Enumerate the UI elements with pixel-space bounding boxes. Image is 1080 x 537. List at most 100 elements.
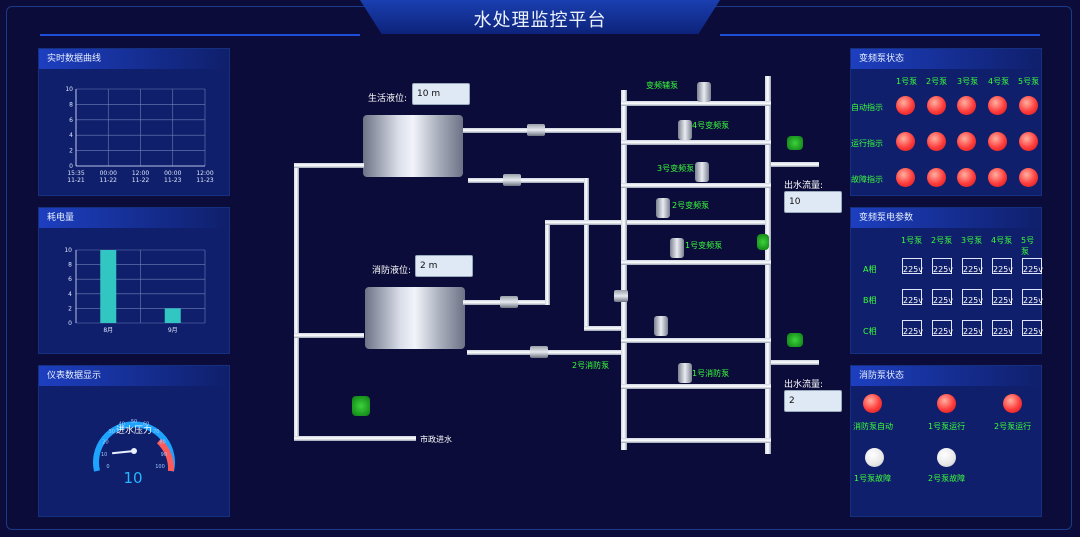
gauge-tick: 50	[131, 419, 137, 425]
page-title: 水处理监控平台	[473, 10, 607, 31]
pump-2[interactable]	[656, 198, 670, 218]
param-b-5: 225v	[1022, 289, 1043, 305]
led-run-3	[957, 132, 976, 151]
pipe-manifold-left	[621, 90, 627, 450]
gauge-tick: 30	[109, 429, 115, 435]
rt-x-tick-date: 11-23	[164, 177, 182, 184]
label-city-inlet: 市政进水	[420, 435, 452, 444]
fire-level-label: 消防液位:	[372, 266, 412, 276]
pump-status-col-4: 4号泵	[988, 77, 1010, 86]
rt-x-tick-date: 11-23	[196, 177, 214, 184]
pump-4[interactable]	[678, 120, 692, 140]
param-a-4: 225v	[992, 258, 1013, 274]
pump-status-panel: 变频泵状态 1号泵 2号泵 3号泵 4号泵 5号泵 自动指示 运行指示 故障指示	[850, 48, 1042, 196]
outlet-flow2-label: 出水流量:	[784, 380, 824, 390]
pump-status-col-2: 2号泵	[926, 77, 948, 86]
pump-params-panel: 变频泵电参数 1号泵 2号泵 3号泵 4号泵 5号泵 A相 B相 C相 225v…	[850, 207, 1043, 354]
label-standby-pump: 变频辅泵	[646, 81, 678, 90]
rt-x-tick-date: 11-22	[132, 177, 150, 184]
led-fault-2	[927, 168, 946, 187]
gauge-value: 10	[123, 469, 142, 487]
param-b-1: 225v	[902, 289, 923, 305]
param-b-3: 225v	[962, 289, 983, 305]
param-a-1: 225v	[902, 258, 923, 274]
pump-status-title: 变频泵状态	[851, 49, 1041, 69]
flow-meter-2	[787, 333, 803, 347]
param-c-5: 225v	[1022, 320, 1043, 336]
pipe-tank2-up	[545, 222, 550, 305]
pump-standby[interactable]	[697, 82, 711, 102]
pump-1[interactable]	[670, 238, 684, 258]
valve-tank2-lower[interactable]	[530, 346, 548, 358]
gauge-arc-red	[156, 438, 175, 472]
outlet-flow1-label: 出水流量:	[784, 181, 824, 191]
led-fault-1	[896, 168, 915, 187]
bar-y-tick: 8	[68, 262, 72, 269]
bar-y-tick: 6	[68, 276, 72, 283]
rt-y-tick: 2	[69, 148, 73, 155]
label-fire-auto: 消防泵自动	[853, 422, 893, 431]
valve-tank1-upper[interactable]	[527, 124, 545, 136]
led-fault-4	[988, 168, 1007, 187]
led-auto-1	[896, 96, 915, 115]
pipe-row-standby	[621, 101, 771, 106]
param-c-3: 225v	[962, 320, 983, 336]
fire-pump-2[interactable]	[654, 316, 668, 336]
fire-pump-1[interactable]	[678, 363, 692, 383]
pump-status-col-1: 1号泵	[896, 77, 918, 86]
pipe-tank1-lower	[468, 178, 586, 183]
led-fire-auto	[863, 394, 882, 413]
rt-x-tick-date: 11-21	[67, 177, 85, 184]
pipe-city-top	[294, 163, 364, 168]
outlet-flow2-field: 2	[784, 390, 842, 412]
outlet-flow1-field: 10	[784, 191, 842, 213]
led-auto-4	[988, 96, 1007, 115]
param-a-3: 225v	[962, 258, 983, 274]
rt-x-tick-time: 00:00	[100, 170, 117, 177]
rt-x-tick-time: 12:00	[132, 170, 149, 177]
bar-2	[164, 308, 181, 323]
header-line-left	[40, 34, 360, 36]
domestic-tank	[363, 115, 463, 177]
bar-y-tick: 10	[64, 247, 72, 254]
label-fire-pump2: 2号消防泵	[572, 361, 610, 370]
led-run-4	[988, 132, 1007, 151]
pump-params-row-c: C相	[863, 327, 877, 336]
param-a-5: 225v	[1022, 258, 1043, 274]
pipe-row-pump1	[621, 260, 771, 265]
gauge-tick: 20	[102, 440, 108, 446]
rt-y-tick: 10	[65, 86, 73, 93]
gauge-needle	[112, 450, 135, 455]
pipe-row-bottom	[621, 438, 771, 443]
pump-status-row-fault: 故障指示	[851, 175, 883, 184]
fire-status-panel: 消防泵状态 消防泵自动 1号泵运行 2号泵运行 1号泵故障 2号泵故障	[850, 365, 1042, 517]
pump-params-col-4: 4号泵	[991, 236, 1013, 245]
param-c-1: 225v	[902, 320, 923, 336]
label-fire2-fault: 2号泵故障	[928, 474, 966, 483]
pump-params-col-3: 3号泵	[961, 236, 983, 245]
pipe-row-pump4	[621, 140, 771, 145]
label-pump1: 1号变频泵	[685, 241, 723, 250]
rt-x-tick-time: 12:00	[196, 170, 213, 177]
param-b-4: 225v	[992, 289, 1013, 305]
bar-y-tick: 0	[68, 320, 72, 327]
param-a-2: 225v	[932, 258, 953, 274]
led-run-2	[927, 132, 946, 151]
valve-tank1-lower[interactable]	[503, 174, 521, 186]
header-banner	[360, 0, 720, 34]
gauge-tick: 40	[119, 422, 125, 428]
param-c-4: 225v	[992, 320, 1013, 336]
valve-manifold[interactable]	[614, 290, 628, 302]
pump-3[interactable]	[695, 162, 709, 182]
gauge-panel-title: 仪表数据显示	[39, 366, 229, 386]
valve-tank2-upper[interactable]	[500, 296, 518, 308]
gauge-tick: 90	[161, 452, 167, 458]
fire-tank	[365, 287, 465, 349]
bar-x-tick: 9月	[168, 327, 178, 334]
bar-y-tick: 4	[68, 291, 72, 298]
header-line-right	[720, 34, 1040, 36]
label-pump2: 2号变频泵	[672, 201, 710, 210]
led-fault-3	[957, 168, 976, 187]
